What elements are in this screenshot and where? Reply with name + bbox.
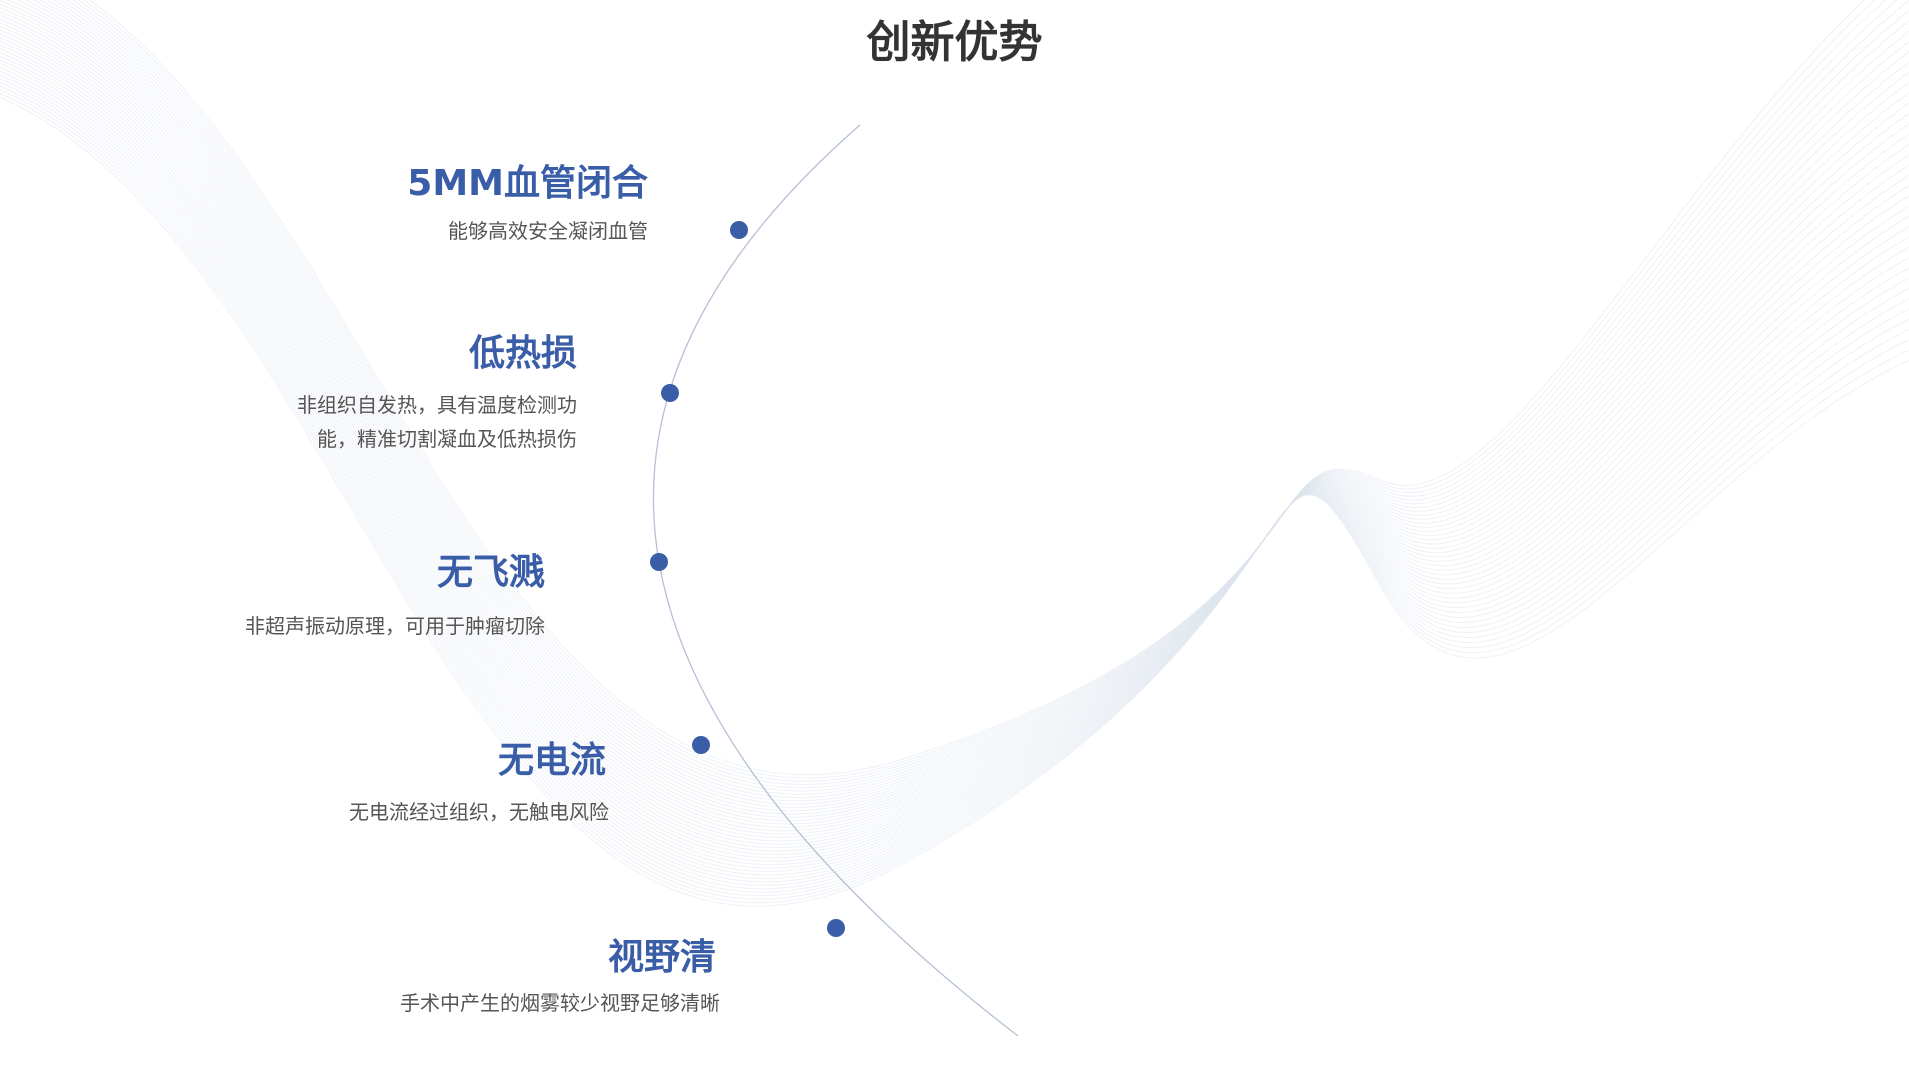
feature-item-no-current: 无电流 无电流经过组织，无触电风险 <box>349 739 609 829</box>
wave-line <box>83 0 1876 779</box>
feature-desc: 非组织自发热，具有温度检测功能，精准切割凝血及低热损伤 <box>297 388 577 456</box>
wave-line <box>0 26 1909 842</box>
wave-line <box>0 96 1909 907</box>
wave-line <box>0 93 1909 904</box>
feature-desc: 无电流经过组织，无触电风险 <box>349 795 609 829</box>
wave-line <box>0 78 1909 890</box>
wave-line <box>0 59 1909 872</box>
timeline-dot-4 <box>692 736 710 754</box>
wave-line <box>0 15 1909 832</box>
timeline-dot-2 <box>661 384 679 402</box>
wave-line <box>59 0 1909 792</box>
feature-desc-line: 能够高效安全凝闭血管 <box>448 219 648 243</box>
wave-line <box>0 74 1909 886</box>
wave-line <box>0 41 1909 855</box>
feature-title: 5MM血管闭合 <box>407 163 648 204</box>
feature-title: 无电流 <box>497 740 606 781</box>
wave-line <box>14 0 1909 812</box>
wave-line <box>0 29 1909 845</box>
wave-lines <box>0 0 1909 907</box>
wave-line <box>0 67 1909 879</box>
feature-title: 视野清 <box>607 937 716 978</box>
wave-line <box>0 52 1909 865</box>
wave-line <box>45 0 1909 798</box>
feature-desc-line: 非超声振动原理，可用于肿瘤切除 <box>245 614 545 638</box>
wave-line <box>0 7 1909 825</box>
page-title: 创新优势 <box>866 17 1043 68</box>
feature-desc-line: 无电流经过组织，无触电风险 <box>349 800 609 824</box>
wave-line <box>53 0 1909 795</box>
feature-item-vessel-sealing: 5MM血管闭合 能够高效安全凝闭血管 <box>407 162 648 248</box>
wave-line <box>0 48 1909 862</box>
timeline-dot-1 <box>730 221 748 239</box>
wave-line <box>0 33 1909 849</box>
timeline-dot-5 <box>827 919 845 937</box>
feature-desc: 手术中产生的烟雾较少视野足够清晰 <box>400 986 720 1020</box>
feature-item-low-heat: 低热损 非组织自发热，具有温度检测功能，精准切割凝血及低热损伤 <box>297 332 577 456</box>
wave-line <box>0 11 1909 828</box>
feature-item-clear-view: 视野清 手术中产生的烟雾较少视野足够清晰 <box>400 936 720 1020</box>
wave-line <box>0 18 1909 835</box>
wave-line <box>0 0 1909 818</box>
wave-line <box>23 0 1909 808</box>
wave-line <box>0 85 1909 897</box>
feature-desc: 能够高效安全凝闭血管 <box>407 214 648 248</box>
feature-desc-line: 能，精准切割凝血及低热损伤 <box>317 427 577 451</box>
feature-desc-line: 手术中产生的烟雾较少视野足够清晰 <box>400 991 720 1015</box>
wave-line <box>0 3 1909 822</box>
timeline-dot-3 <box>650 553 668 571</box>
wave-line <box>88 0 1865 776</box>
feature-desc-line: 非组织自发热，具有温度检测功 <box>297 393 577 417</box>
wave-line <box>65 0 1909 789</box>
wave-line <box>31 0 1909 805</box>
feature-title: 无飞溅 <box>436 552 545 593</box>
wave-line <box>0 22 1909 838</box>
wave-line <box>77 0 1887 782</box>
wave-line <box>71 0 1899 785</box>
timeline-arc <box>652 124 1019 1037</box>
feature-desc: 非超声振动原理，可用于肿瘤切除 <box>245 609 545 643</box>
feature-title: 低热损 <box>468 333 577 374</box>
feature-item-no-splash: 无飞溅 非超声振动原理，可用于肿瘤切除 <box>245 551 545 643</box>
